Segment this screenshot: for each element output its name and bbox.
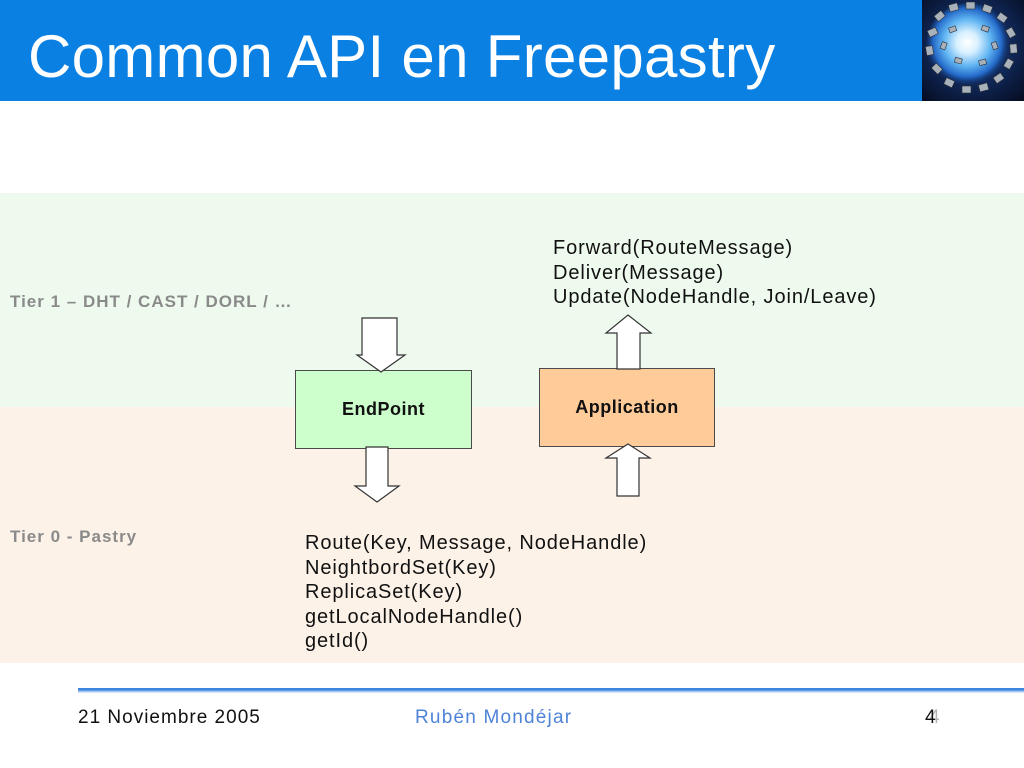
- application-label: Application: [575, 397, 679, 417]
- footer-date: 21 Noviembre 2005: [78, 707, 261, 728]
- application-method: Forward(RouteMessage): [553, 237, 794, 259]
- globe-network-logo: [922, 0, 1024, 101]
- application-methods-list: Forward(RouteMessage) Deliver(Message) U…: [553, 236, 877, 310]
- footer-rule: [78, 688, 1024, 693]
- tier-0-band: Tier 0 - Pastry: [0, 407, 1024, 663]
- application-box: Application: [539, 368, 715, 447]
- endpoint-method: getLocalNodeHandle(): [305, 605, 524, 628]
- page-number: 4: [925, 707, 936, 728]
- tier-0-label: Tier 0 - Pastry: [10, 527, 138, 546]
- endpoint-method: Route(Key, Message, NodeHandle): [305, 532, 648, 554]
- computer-icons: [925, 1, 1018, 94]
- footer-author: Rubén Mondéjar: [415, 707, 573, 728]
- endpoint-method: getId(): [305, 630, 370, 652]
- application-method: Update(NodeHandle, Join/Leave): [553, 286, 877, 308]
- endpoint-method: ReplicaSet(Key): [305, 581, 464, 603]
- application-method: Deliver(Message): [553, 261, 725, 284]
- globe-network-icon: [922, 0, 1024, 101]
- endpoint-box: EndPoint: [295, 370, 472, 449]
- title-bar: Common API en Freepastry: [0, 0, 922, 101]
- endpoint-methods-list: Route(Key, Message, NodeHandle) Neightbo…: [305, 531, 647, 654]
- tier-1-band: Tier 1 – DHT / CAST / DORL / …: [0, 193, 1024, 407]
- tier-1-label: Tier 1 – DHT / CAST / DORL / …: [10, 292, 293, 311]
- endpoint-label: EndPoint: [342, 399, 425, 419]
- globe-shape: [926, 3, 1012, 89]
- endpoint-method: NeightbordSet(Key): [305, 556, 497, 579]
- slide-title: Common API en Freepastry: [28, 23, 776, 90]
